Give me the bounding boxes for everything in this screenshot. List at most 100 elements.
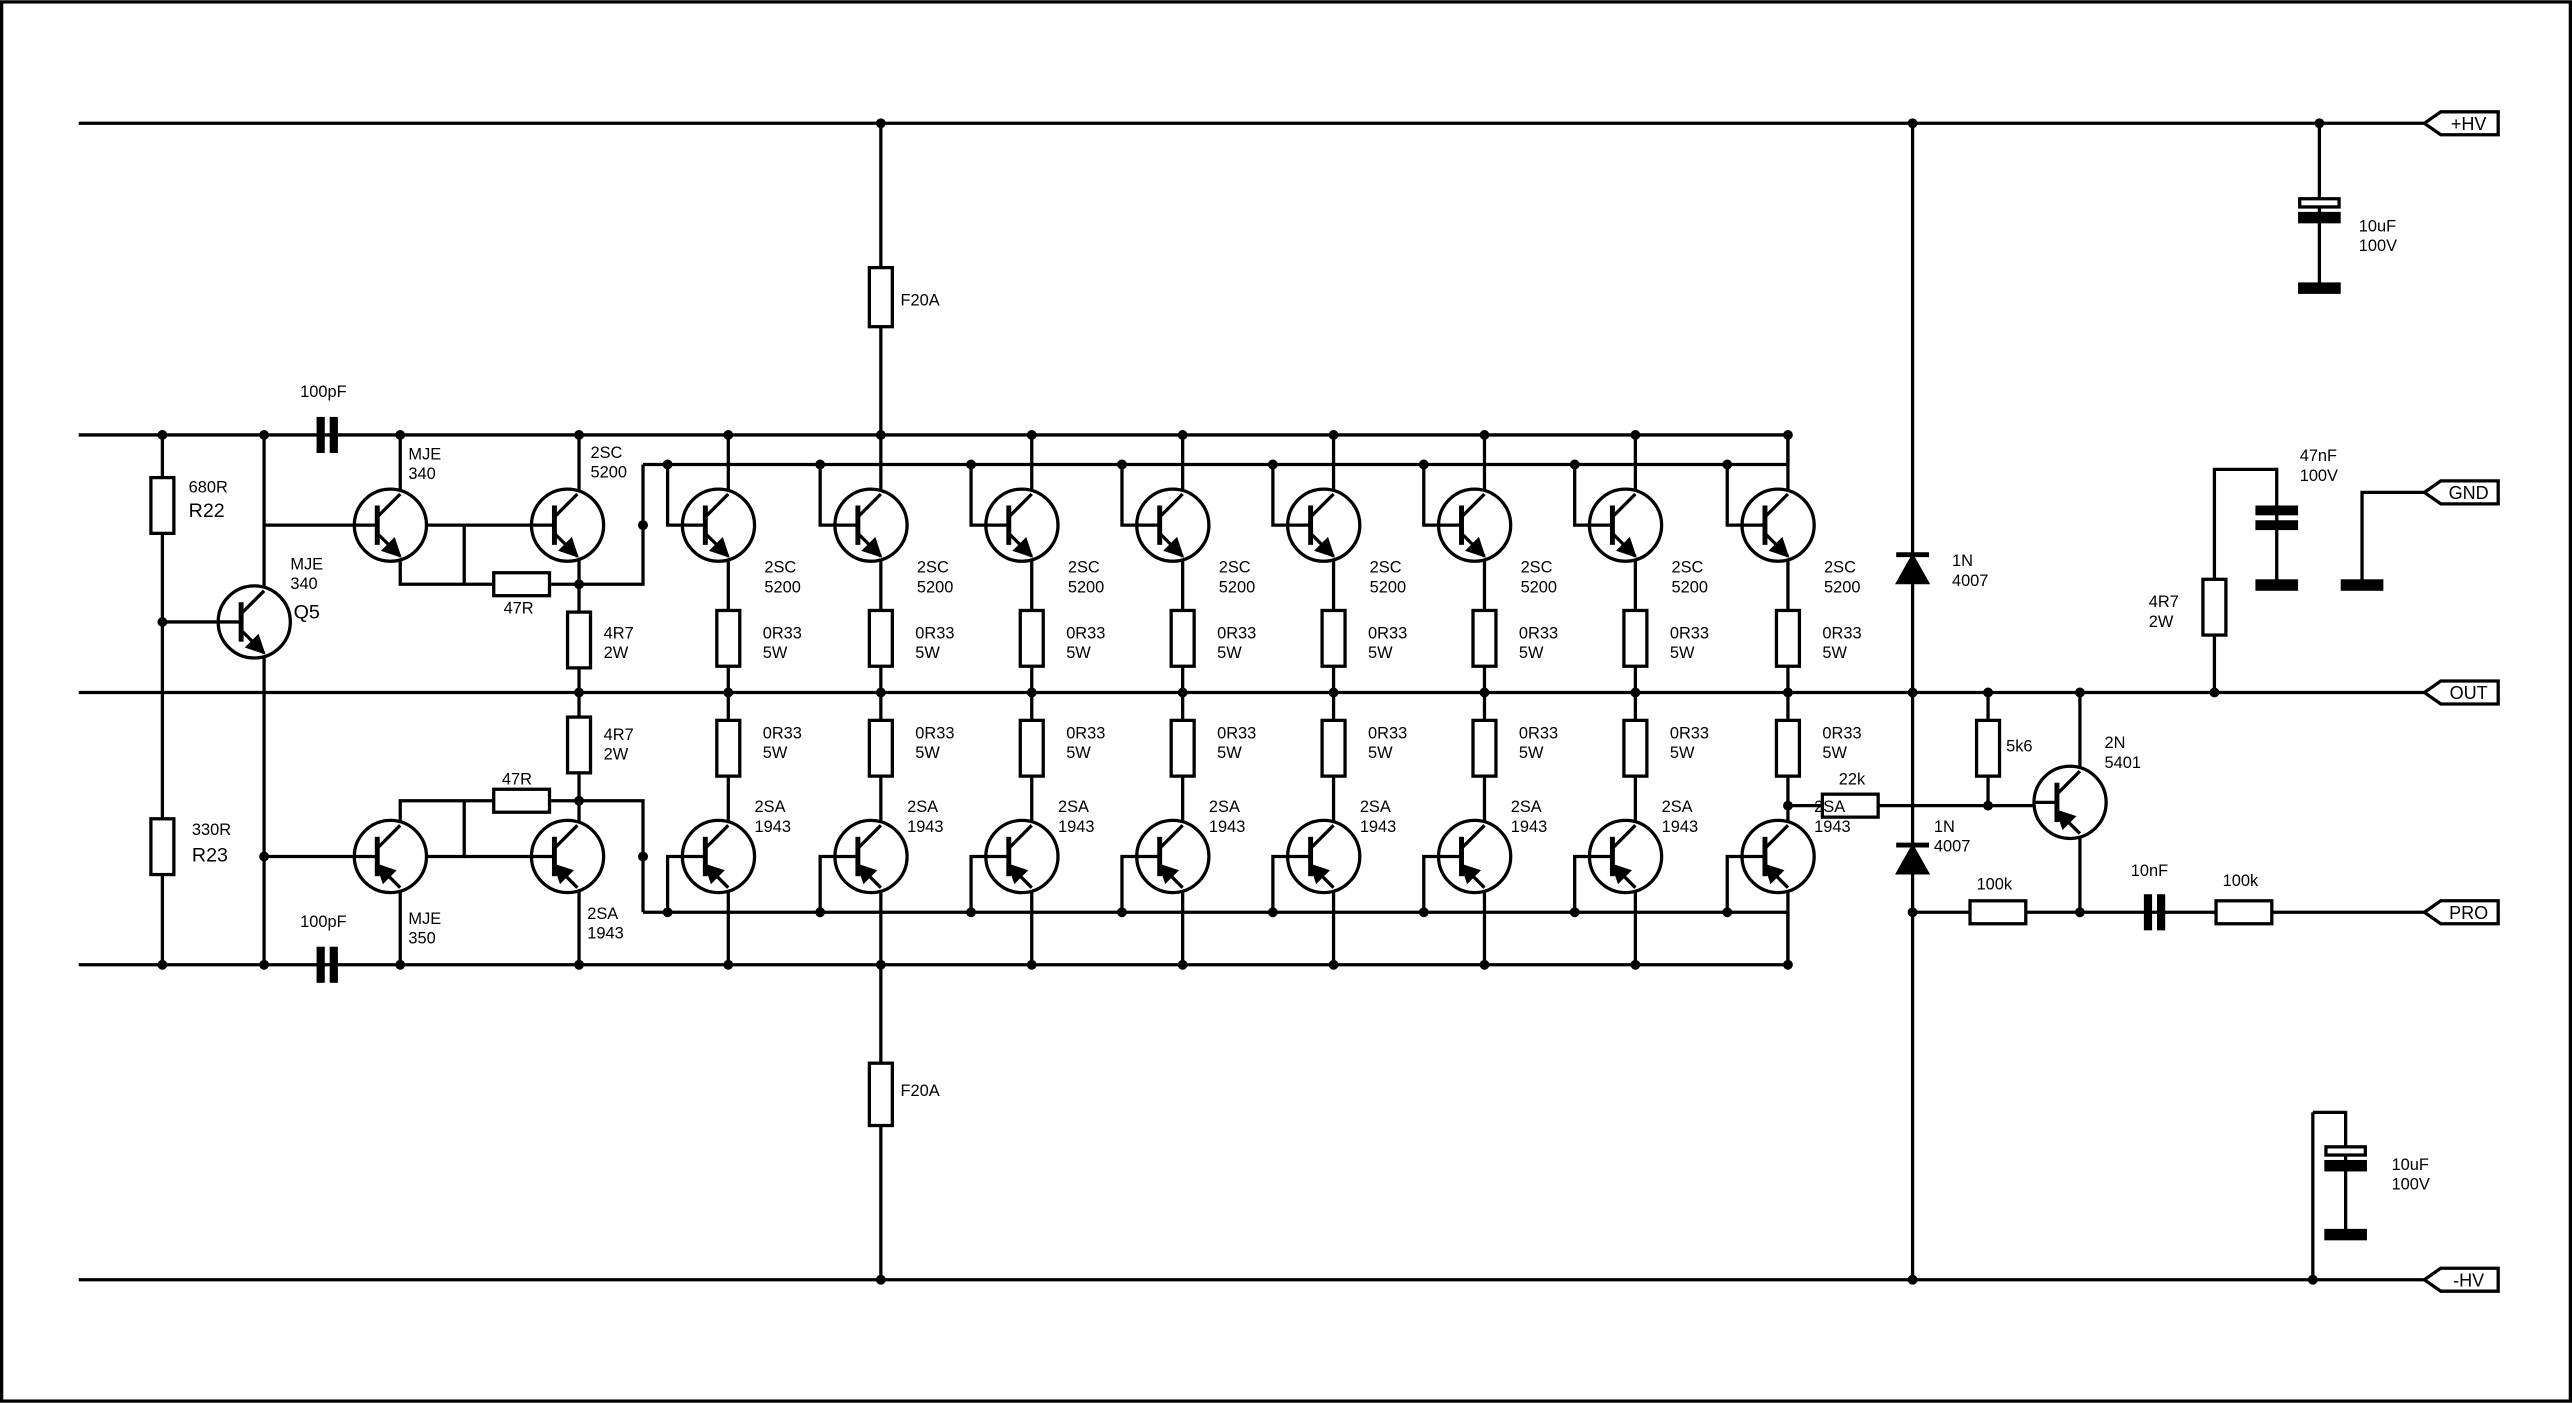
- pnp-part-label: 1943: [1511, 818, 1547, 836]
- r47-bot-label: 47R: [502, 770, 532, 788]
- junction-dot: [1907, 1274, 1918, 1285]
- wire: [1422, 464, 1439, 527]
- port-hv-pos-label: +HV: [2451, 114, 2487, 134]
- junction-dot: [1907, 907, 1918, 918]
- fuse: [867, 265, 894, 329]
- wire: [1422, 854, 1439, 913]
- r47-top-label: 47R: [504, 600, 534, 618]
- ground-symbol: [2324, 1228, 2367, 1241]
- junction-dot: [574, 579, 584, 590]
- transistor-out-pnp-4: [1135, 818, 1211, 895]
- diode-bot-label: 4007: [1934, 838, 1970, 856]
- ground-symbol: [2298, 282, 2341, 294]
- junction-dot: [1328, 959, 1339, 970]
- wire: [2360, 490, 2425, 583]
- junction-dot: [1783, 800, 1793, 811]
- emitter-r-top-label: 0R33: [1519, 624, 1558, 642]
- ground-symbol: [2340, 579, 2384, 591]
- wire: [398, 799, 493, 826]
- r5k6-label: 5k6: [2006, 738, 2032, 756]
- transistor-emitter-lead: [703, 863, 730, 889]
- junction-dot: [1907, 687, 1918, 698]
- junction-dot: [1177, 430, 1188, 440]
- junction-dot: [157, 959, 168, 970]
- capacitor-top-100pf: [329, 416, 338, 453]
- npn-part-label: 5200: [1219, 578, 1255, 596]
- resistor-47r-top: [492, 571, 552, 598]
- resistor-4r7-bot: [565, 715, 593, 775]
- capacitor-47nf: [2255, 505, 2299, 516]
- transistor-collector-lead: [1611, 824, 1637, 850]
- wire: [579, 464, 645, 586]
- emitter-r-bot-label: 0R33: [1217, 724, 1256, 742]
- transistor-emitter-lead: [1763, 532, 1790, 558]
- resistor-0r33-top-8: [1774, 608, 1802, 668]
- wire: [818, 464, 835, 527]
- resistor-100k-a: [1968, 899, 2028, 926]
- npn-part-label: 2SC: [1370, 559, 1402, 577]
- resistor-0r33-top-3: [1018, 608, 1045, 668]
- wire: [1573, 854, 1590, 913]
- fuse-bottom-label: F20A: [901, 1082, 940, 1100]
- wire: [665, 464, 683, 527]
- junction-dot: [875, 1274, 886, 1285]
- pnp-part-label: 2SA: [1662, 798, 1693, 816]
- junction-dot: [259, 430, 270, 440]
- transistor-collector-lead: [1460, 492, 1486, 519]
- c-zobel-label: 47nF: [2300, 447, 2337, 465]
- r4r7-top-label: 4R7: [604, 624, 634, 642]
- junction-dot: [1418, 907, 1429, 918]
- emitter-r-top-label: 0R33: [1670, 624, 1709, 642]
- emitter-r-bot-label: 0R33: [1066, 724, 1105, 742]
- junction-dot: [395, 959, 406, 970]
- r23-value: 330R: [192, 821, 231, 839]
- junction-dot: [1479, 687, 1490, 698]
- emitter-r-bot-label: 0R33: [1368, 724, 1407, 742]
- components: [149, 110, 2500, 1293]
- transistor-collector-lead: [1611, 492, 1637, 519]
- q5-ref: Q5: [294, 602, 320, 624]
- transistor-out-npn-2: [833, 487, 909, 563]
- emitter-r-top-label: 0R33: [915, 624, 954, 642]
- emitter-r-bot-label: 0R33: [915, 724, 954, 742]
- transistor-emitter-lead: [1007, 532, 1034, 558]
- capacitor-bot-100pf: [316, 946, 325, 983]
- transistor-out-npn-3: [984, 487, 1060, 563]
- q-prot-part: 5401: [2105, 754, 2141, 772]
- junction-dot: [1267, 907, 1278, 918]
- pnp-part-label: 2SA: [755, 798, 786, 816]
- wire: [1271, 464, 1288, 527]
- r100k-a-label: 100k: [1977, 875, 2013, 893]
- transistor-emitter-lead: [2055, 809, 2082, 835]
- junction-dot: [2209, 687, 2220, 698]
- transistor-collector-lead: [704, 492, 730, 519]
- junction-dot: [1479, 959, 1490, 970]
- capacitor-10uf-bot: [2324, 1145, 2367, 1157]
- npn-part-label: 2SC: [1824, 559, 1856, 577]
- resistor-r22: [149, 475, 176, 536]
- fuse-top-label: F20A: [901, 291, 940, 309]
- transistor-out-npn-5: [1286, 487, 1362, 563]
- transistor-emitter-lead: [1158, 863, 1184, 889]
- emitter-r-top-label: 5W: [1670, 644, 1695, 662]
- junction-dot: [1783, 430, 1793, 440]
- resistor-0r33-bot-4: [1169, 718, 1196, 778]
- wire: [1725, 464, 1743, 527]
- resistor-0r33-bot-8: [1774, 718, 1802, 778]
- junction-dot: [875, 687, 886, 698]
- junction-dot: [1328, 687, 1339, 698]
- transistor-collector-lead: [1007, 824, 1033, 850]
- r4r7-top-label: 2W: [604, 644, 629, 662]
- transistor-emitter-lead: [856, 532, 883, 558]
- emitter-r-bot-label: 5W: [1217, 744, 1242, 762]
- resistor-0r33-bot-6: [1471, 718, 1498, 778]
- pnp-part-label: 1943: [755, 818, 791, 836]
- wire: [579, 799, 645, 913]
- q5-part: MJE: [290, 555, 323, 573]
- resistor-0r33-top-5: [1320, 608, 1347, 668]
- r23-ref: R23: [192, 844, 228, 866]
- emitter-r-bot-label: 5W: [1670, 744, 1695, 762]
- transistor-emitter-lead: [1460, 863, 1486, 889]
